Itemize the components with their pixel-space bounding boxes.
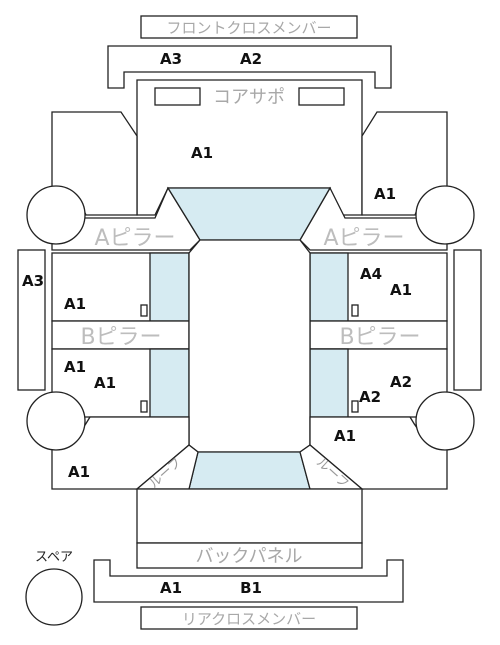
spare-tire [25,568,83,626]
roof-panel [188,239,311,453]
front-window-right [309,252,349,322]
trunk-area [136,488,363,544]
a-pillar-left-label: Aピラー [94,226,175,251]
grade-front-door-left: A1 [64,295,86,313]
front-door-right-handle [351,304,359,317]
back-panel-box [136,542,363,569]
back-panel-label: バックパネル [195,546,302,567]
rear-cross-member-bracket [93,559,404,603]
front-cross-member-label: フロントクロスメンバー [166,19,331,37]
b-pillar-left-label: Bピラー [80,325,161,350]
rear-window [188,451,311,490]
a-pillar-right-label: Aピラー [323,226,404,251]
right-side-panel [453,249,482,391]
left-side-panel [17,249,46,391]
grade-core-area: A1 [191,144,213,162]
front-cross-member-bracket [107,45,392,89]
grade-rear-door-right-lower: A2 [359,388,381,406]
wheel-front-left [26,185,86,245]
grade-rear-door-left: A1 [94,374,116,392]
core-support-label: コアサポ [213,87,285,108]
rear-cross-member-box [140,606,358,630]
wheel-rear-right [415,391,475,451]
rear-door-left-handle [140,400,148,413]
grade-front-cross-left: A3 [160,50,182,68]
rear-window-left [149,348,190,418]
grade-rear-quarter-left: A1 [68,463,90,481]
front-window-left [149,252,190,322]
spare-label: スペア [35,550,73,565]
wheel-front-right [415,185,475,245]
grade-rear-quarter-right: A1 [334,427,356,445]
grade-rear-door-right: A2 [390,373,412,391]
grade-rear-cross-left: A1 [160,579,182,597]
front-door-left-handle [140,304,148,317]
grade-left-side-panel: A3 [22,272,44,290]
grade-front-door-right-upper: A4 [360,265,382,283]
core-support-lamp-left [154,87,201,106]
rear-cross-member-label: リアクロスメンバー [182,610,316,628]
front-cross-member-box [140,15,358,39]
rear-window-right [309,348,349,418]
wheel-rear-left [26,391,86,451]
grade-rear-door-left-upper: A1 [64,358,86,376]
b-pillar-right-label: Bピラー [339,325,420,350]
grade-front-cross-right: A2 [240,50,262,68]
rear-door-right-handle [351,400,359,413]
grade-rear-cross-right: B1 [240,579,262,597]
core-support-lamp-right [298,87,345,106]
grade-front-fender-right: A1 [374,185,396,203]
grade-front-door-right: A1 [390,281,412,299]
